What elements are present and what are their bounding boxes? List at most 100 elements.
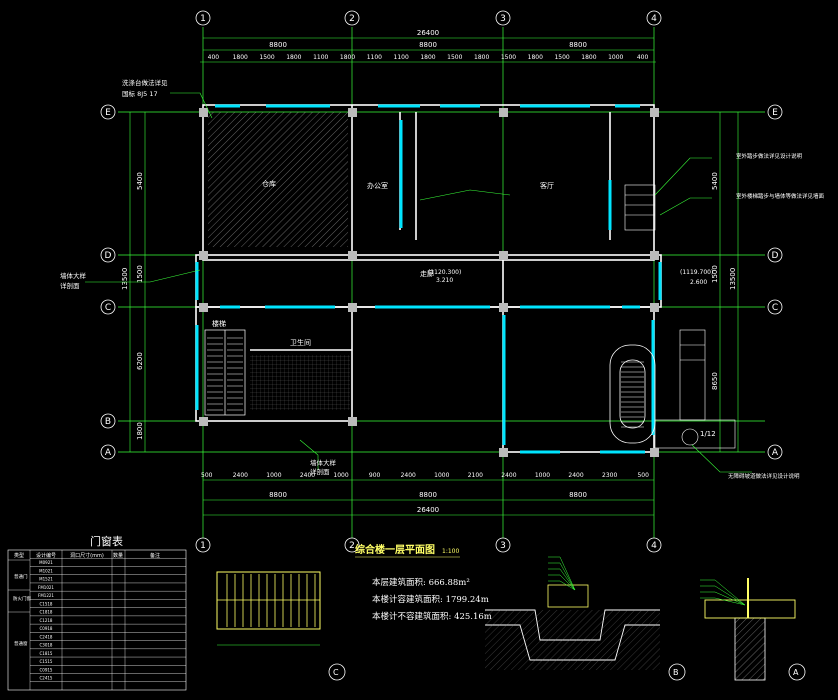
dim-left-row-4: 6200 bbox=[136, 352, 144, 370]
plan-title: 综合楼一层平面图 bbox=[355, 543, 435, 556]
stat-counted-area: 本楼计容建筑面积: 1799.24m bbox=[372, 594, 489, 605]
top-detail-dim: 1500 bbox=[501, 54, 516, 61]
annotation-wall-2: 详剖面 bbox=[60, 281, 80, 290]
room-label-corridor: 走廊 bbox=[420, 269, 434, 278]
columns bbox=[199, 108, 659, 457]
dim-bay-2-top: 8800 bbox=[419, 41, 437, 49]
room-labels: 客厅 办公室 仓库 走廊 楼梯 卫生间 bbox=[212, 179, 554, 347]
bottom-detail-dim: 1000 bbox=[434, 472, 449, 479]
right-steps bbox=[624, 184, 736, 449]
axis-bubble-3-top bbox=[495, 10, 511, 26]
dim-left-row-5: 1800 bbox=[136, 422, 144, 440]
table-code: M1021 bbox=[39, 568, 53, 573]
dim-bay-1-bottom: 8800 bbox=[269, 491, 287, 499]
axis-bubble-e-left bbox=[100, 104, 116, 120]
detail-b-leader bbox=[548, 562, 576, 591]
detail-b-leader bbox=[548, 574, 576, 591]
top-detail-dim: 1800 bbox=[286, 54, 301, 61]
axis-label-2-bottom: 2 bbox=[349, 541, 355, 551]
table-code: FM1221 bbox=[38, 593, 54, 598]
stair-left bbox=[204, 329, 246, 416]
axis-bubble-2-bottom bbox=[344, 537, 360, 553]
axis-bubble-e-right bbox=[767, 104, 783, 120]
bottom-detail-dim: 2100 bbox=[468, 472, 483, 479]
stat-uncounted-area: 本楼计不容建筑面积: 425.16m bbox=[372, 611, 492, 622]
dim-bay-2-bottom: 8800 bbox=[419, 491, 437, 499]
bottom-detail-dim: 500 bbox=[637, 472, 649, 479]
detail-b-label: B bbox=[673, 668, 679, 677]
dim-overall-top: 26400 bbox=[417, 29, 439, 37]
elevation-4: 2.600 bbox=[690, 279, 707, 286]
dim-right-row-4: 8650 bbox=[711, 372, 719, 390]
top-dims: 26400 8800 8800 8800 26400 8800 8800 880… bbox=[269, 29, 587, 514]
table-header: 设计编号 bbox=[36, 552, 56, 559]
bottom-detail-dim: 2400 bbox=[233, 472, 248, 479]
dim-left-row-1: 5400 bbox=[136, 172, 144, 190]
axis-label-d-right: D bbox=[772, 251, 779, 261]
axis-bubble-d-right bbox=[767, 247, 783, 263]
bottom-detail-dim: 900 bbox=[369, 472, 381, 479]
top-detail-dim: 1100 bbox=[367, 54, 382, 61]
table-code: C1518 bbox=[40, 601, 53, 606]
detail-b: B bbox=[485, 556, 686, 681]
annotations: 洗涤台做法详见 国标 8J5 17 墙体大样 详剖面 室外踏步做法详见设计说明 … bbox=[60, 78, 825, 480]
room-label-toilet: 卫生间 bbox=[290, 338, 311, 347]
dim-left-total: 13500 bbox=[121, 268, 129, 290]
table-code: M0921 bbox=[39, 560, 53, 565]
table-code: C1818 bbox=[40, 610, 53, 615]
room-label-stair: 楼梯 bbox=[212, 319, 226, 328]
axis-label-4-bottom: 4 bbox=[651, 541, 657, 551]
axis-label-2-top: 2 bbox=[349, 14, 355, 24]
axis-label-c-right: C bbox=[772, 303, 778, 313]
axis-bubble-a-left bbox=[100, 444, 116, 460]
dim-bay-3-top: 8800 bbox=[569, 41, 587, 49]
bottom-detail-dim: 2300 bbox=[602, 472, 617, 479]
axis-bubble-1-top bbox=[195, 10, 211, 26]
detail-c-label: C bbox=[333, 668, 339, 677]
room-label-office: 办公室 bbox=[367, 181, 388, 190]
plan-title-block: 综合楼一层平面图 1:100 本层建筑面积: 666.88m² 本楼计容建筑面积… bbox=[355, 543, 492, 622]
axis-label-1-bottom: 1 bbox=[200, 541, 206, 551]
axis-label-e-left: E bbox=[105, 108, 111, 118]
axis-label-4-top: 4 bbox=[651, 14, 657, 24]
top-detail-dim: 1500 bbox=[554, 54, 569, 61]
axis-bubble-4-bottom bbox=[646, 537, 662, 553]
table-group-1: 普通门 bbox=[14, 573, 28, 580]
hatched-storage bbox=[208, 112, 348, 247]
plan-scale: 1:100 bbox=[442, 548, 459, 555]
top-detail-dim: 1800 bbox=[581, 54, 596, 61]
axis-bubble-3-bottom bbox=[495, 537, 511, 553]
axis-bubble-2-top bbox=[344, 10, 360, 26]
room-label-warehouse: 仓库 bbox=[262, 179, 276, 188]
table-code: C2415 bbox=[40, 676, 53, 681]
bottom-detail-dim: 1000 bbox=[333, 472, 348, 479]
top-detail-dim: 400 bbox=[208, 54, 220, 61]
axis-bubble-d-left bbox=[100, 247, 116, 263]
bottom-detail-dim: 500 bbox=[201, 472, 213, 479]
top-detail-dim: 1100 bbox=[394, 54, 409, 61]
axis-bubble-4-top bbox=[646, 10, 662, 26]
top-detail-dim: 1100 bbox=[313, 54, 328, 61]
axis-bubble-labels: 1 2 3 4 1 2 3 4 E D C B A E D C A bbox=[105, 14, 779, 551]
annotation-wall-1: 墙体大样 bbox=[60, 271, 87, 280]
bottom-detail-dim: 2400 bbox=[501, 472, 516, 479]
windows bbox=[195, 104, 662, 454]
table-code: C3018 bbox=[40, 643, 53, 648]
axis-label-3-bottom: 3 bbox=[500, 541, 506, 551]
bottom-detail-dim: 1000 bbox=[266, 472, 281, 479]
table-code: C1515 bbox=[40, 659, 53, 664]
detail-a-label: A bbox=[793, 668, 799, 677]
table-header: 数量 bbox=[113, 552, 123, 559]
dim-left-row-2: 1500 bbox=[136, 265, 144, 283]
top-detail-dim: 1000 bbox=[608, 54, 623, 61]
detail-a-leader bbox=[700, 597, 746, 606]
bottom-detail-dim: 2400 bbox=[300, 472, 315, 479]
dim-bay-1-top: 8800 bbox=[269, 41, 287, 49]
table-code: C0918 bbox=[40, 626, 53, 631]
dim-bay-3-bottom: 8800 bbox=[569, 491, 587, 499]
annotation-ramp: 无障碍坡道做法详见设计说明 bbox=[728, 472, 800, 480]
detail-b-leader bbox=[548, 580, 576, 591]
detail-a-leader bbox=[700, 579, 746, 606]
